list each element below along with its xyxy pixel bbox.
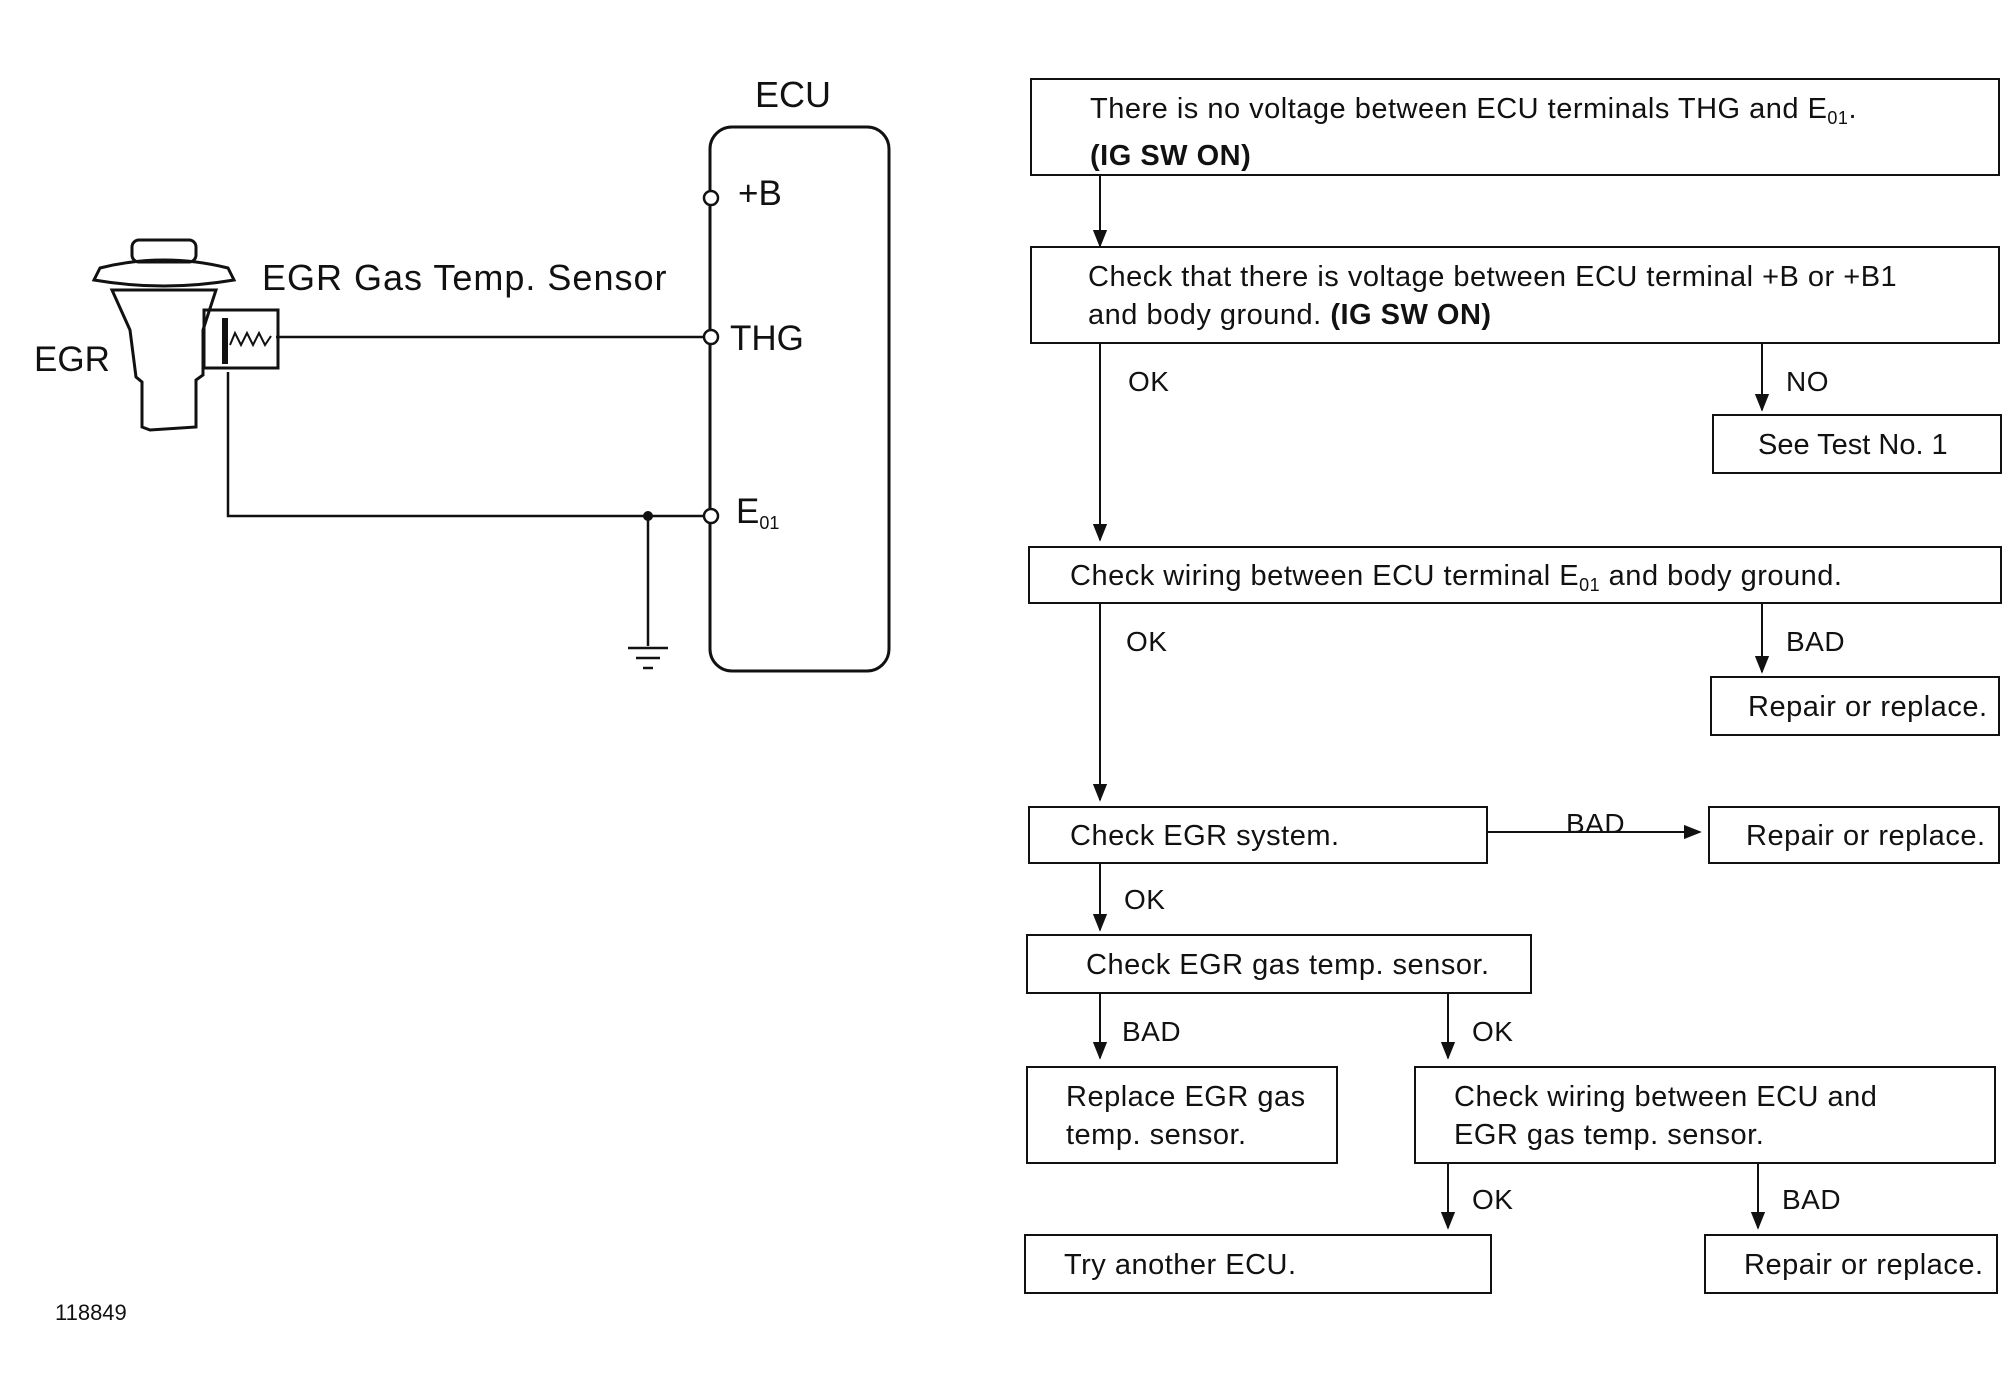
step-repair-2: Repair or replace. bbox=[1708, 806, 2000, 864]
terminal-e01-label: E01 bbox=[736, 492, 780, 533]
terminal-plus-b-label: +B bbox=[738, 174, 782, 213]
edge-label-bad-1: BAD bbox=[1786, 626, 1846, 657]
edge-label-ok-1: OK bbox=[1128, 366, 1170, 397]
edge-label-bad-2: BAD bbox=[1566, 808, 1626, 839]
circuit-diagram bbox=[91, 125, 891, 673]
e01-wire bbox=[226, 372, 704, 518]
edge-label-ok-2: OK bbox=[1126, 626, 1168, 657]
step-check-e01-wiring: Check wiring between ECU terminal E01 an… bbox=[1028, 546, 2002, 604]
step-replace-sensor-line1: Replace EGR gas bbox=[1066, 1081, 1306, 1113]
step-check-egr-system: Check EGR system. bbox=[1028, 806, 1488, 864]
terminal-thg-label: THG bbox=[730, 319, 804, 358]
step-replace-sensor-line2: temp. sensor. bbox=[1066, 1119, 1247, 1151]
step-see-test-1: See Test No. 1 bbox=[1712, 414, 2002, 474]
terminal-e01 bbox=[702, 507, 720, 525]
edge-label-no: NO bbox=[1786, 366, 1829, 397]
sensor-icon bbox=[202, 308, 280, 370]
edge-label-bad-3: BAD bbox=[1122, 1016, 1182, 1047]
step-try-another-ecu: Try another ECU. bbox=[1024, 1234, 1492, 1294]
flowchart-connectors bbox=[1092, 174, 1770, 1230]
egr-label: EGR bbox=[34, 340, 110, 379]
step-check-voltage: Check that there is voltage between ECU … bbox=[1030, 246, 2000, 344]
step-no-voltage-line2: (IG SW ON) bbox=[1090, 140, 1252, 172]
step-no-voltage: There is no voltage between ECU terminal… bbox=[1030, 78, 2000, 176]
step-replace-sensor: Replace EGR gas temp. sensor. bbox=[1026, 1066, 1338, 1164]
terminal-plus-b bbox=[702, 189, 720, 207]
step-check-sensor: Check EGR gas temp. sensor. bbox=[1026, 934, 1532, 994]
edge-label-bad-4: BAD bbox=[1782, 1184, 1842, 1215]
step-repair-1: Repair or replace. bbox=[1710, 676, 2000, 736]
step-check-sensor-wiring-line2: EGR gas temp. sensor. bbox=[1454, 1119, 1765, 1151]
terminal-thg bbox=[702, 328, 720, 346]
step-no-voltage-line1: There is no voltage between ECU terminal… bbox=[1090, 93, 1858, 128]
step-repair-3: Repair or replace. bbox=[1704, 1234, 1998, 1294]
ground-symbol bbox=[628, 646, 668, 670]
edge-label-ok-5: OK bbox=[1472, 1184, 1514, 1215]
step-check-voltage-line2: and body ground. (IG SW ON) bbox=[1088, 299, 1492, 331]
ecu-box bbox=[708, 125, 891, 673]
edge-label-ok-3: OK bbox=[1124, 884, 1166, 915]
ecu-label: ECU bbox=[755, 74, 832, 115]
egr-valve-icon bbox=[91, 238, 237, 432]
figure-id: 118849 bbox=[55, 1300, 127, 1325]
step-check-sensor-wiring-line1: Check wiring between ECU and bbox=[1454, 1081, 1878, 1113]
edge-label-ok-4: OK bbox=[1472, 1016, 1514, 1047]
step-check-sensor-wiring: Check wiring between ECU and EGR gas tem… bbox=[1414, 1066, 1996, 1164]
step-check-voltage-line1: Check that there is voltage between ECU … bbox=[1088, 261, 1898, 293]
sensor-label: EGR Gas Temp. Sensor bbox=[262, 257, 668, 298]
